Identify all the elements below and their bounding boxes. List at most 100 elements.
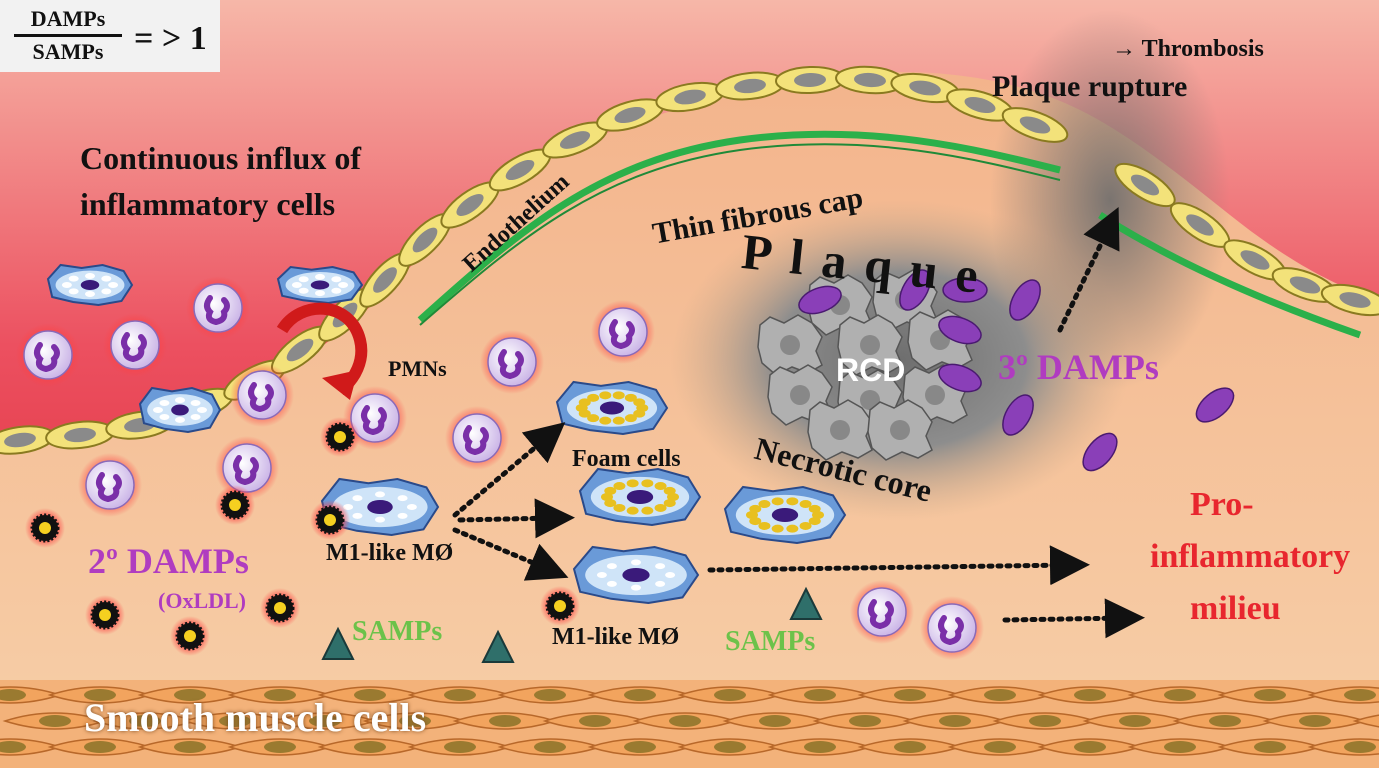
smooth-muscle-cell: [362, 712, 468, 730]
influx-arrow-head: [322, 370, 358, 400]
ratio-numerator: DAMPs: [30, 6, 106, 31]
neutrophil: [920, 596, 984, 660]
samp-triangle: [789, 586, 823, 620]
oxldl-particle: [170, 616, 210, 656]
smooth-muscle-cell: [497, 686, 603, 704]
m1-like-macrophage: [572, 545, 700, 605]
oxldl-particle: [215, 485, 255, 525]
necrotic-cell: [837, 314, 903, 376]
foam-cell: [723, 485, 847, 545]
damp-particle: [1195, 387, 1235, 423]
endothelial-cell: [890, 72, 960, 104]
neutrophil: [16, 323, 80, 387]
smooth-muscle-cell: [1037, 738, 1143, 756]
smooth-muscle-cell: [1307, 738, 1379, 756]
samps-label-2: SAMPs: [725, 626, 816, 657]
tertiary-damps-particles: [798, 269, 1235, 472]
samp-triangle: [481, 629, 515, 663]
rcd-label: RCD: [836, 352, 906, 388]
endothelial-cell: [359, 252, 411, 308]
smooth-muscle-cell: [1127, 738, 1233, 756]
rupture-haze: [990, 10, 1230, 390]
smooth-muscle-cell: [1127, 686, 1233, 704]
smooth-muscle-cell: [767, 686, 873, 704]
smooth-muscle-cell: [452, 712, 558, 730]
smooth-muscle-cells: [0, 686, 1379, 756]
smooth-muscle-cell: [137, 686, 243, 704]
smooth-muscle-cell: [407, 686, 513, 704]
oxldl-particles: [25, 417, 580, 656]
foam-cells-label: Foam cells: [572, 446, 681, 472]
samp-triangle: [321, 626, 355, 660]
oxldl-particle: [85, 595, 125, 635]
macrophages: [46, 263, 847, 605]
neutrophil: [591, 300, 655, 364]
endothelial-cell: [398, 213, 452, 267]
activated-cell: [138, 386, 222, 434]
ratio-relation: = > 1: [134, 20, 207, 57]
necrotic-cell: [807, 399, 873, 461]
smooth-muscle-cell: [2, 712, 108, 730]
necrotic-cell: [867, 399, 933, 461]
arrow-to-milieu-2: [1002, 598, 1145, 639]
neutrophils: [16, 276, 984, 660]
tertiary-damps-label: 3º DAMPs: [998, 347, 1159, 387]
damp-particle: [1082, 432, 1118, 472]
damp-particle: [798, 285, 842, 315]
damp-particle: [938, 315, 982, 345]
smooth-muscle-cell: [497, 738, 603, 756]
oxldl-label: (OxLDL): [158, 588, 246, 613]
smooth-muscle-cell: [227, 738, 333, 756]
smooth-muscle-cell: [587, 738, 693, 756]
fibrous-cap-right: [1098, 212, 1362, 339]
neutrophil: [186, 276, 250, 340]
smooth-muscle-cell: [857, 686, 963, 704]
oxldl-particle: [260, 588, 300, 628]
arrow-to-foam-1: [452, 422, 566, 518]
samps-label-1: SAMPs: [352, 616, 443, 647]
pro-inflammatory-label-line1: Pro-: [1190, 486, 1254, 523]
arrow-to-foam-2: [457, 498, 575, 539]
smooth-muscle-cell: [767, 738, 873, 756]
continuous-influx-label-line1: Continuous influx of: [80, 140, 361, 176]
endothelial-cell: [1001, 107, 1069, 143]
neutrophil: [850, 580, 914, 644]
m1-like-macrophage: [320, 477, 440, 537]
endothelial-cell: [1320, 283, 1379, 317]
damp-particle: [1002, 394, 1034, 436]
oxldl-particle: [320, 417, 360, 457]
neutrophil: [215, 436, 279, 500]
secondary-damps-label: 2º DAMPs: [88, 541, 249, 581]
damps-samps-ratio: DAMPs SAMPs = > 1: [0, 0, 220, 72]
damp-particle: [938, 363, 982, 393]
smooth-muscle-cell: [947, 686, 1053, 704]
activated-cell: [46, 263, 134, 307]
activated-cell: [276, 265, 364, 305]
fraction-bar: [14, 34, 122, 37]
smooth-muscle-cell: [407, 738, 513, 756]
arrow-to-milieu-1: [707, 545, 1090, 586]
neutrophil: [230, 363, 294, 427]
pro-inflammatory-label-line2: inflammatory: [1150, 538, 1351, 575]
neutrophil: [445, 406, 509, 470]
smooth-muscle-cell: [1352, 714, 1379, 728]
endothelial-cell: [775, 65, 845, 95]
arrow-to-rupture: [1057, 206, 1120, 333]
oxldl-particle: [540, 586, 580, 626]
necrotic-cell: [757, 314, 823, 376]
smooth-muscle-cell: [182, 712, 288, 730]
m1-like-macrophage-label-1: M1-like MØ: [326, 540, 454, 566]
thrombosis-label: → Thrombosis: [1112, 36, 1264, 62]
ratio-denominator: SAMPs: [32, 39, 104, 64]
smooth-muscle-cell: [1217, 738, 1323, 756]
endothelial-cell: [0, 425, 55, 455]
neutrophil: [103, 313, 167, 377]
neutrophil: [78, 453, 142, 517]
damp-particle: [899, 269, 931, 311]
smooth-muscle-label: Smooth muscle cells: [84, 695, 427, 740]
plaque-rupture-label: Plaque rupture: [992, 70, 1188, 103]
samps-triangles: [321, 586, 823, 663]
endothelial-cell: [1114, 162, 1176, 208]
